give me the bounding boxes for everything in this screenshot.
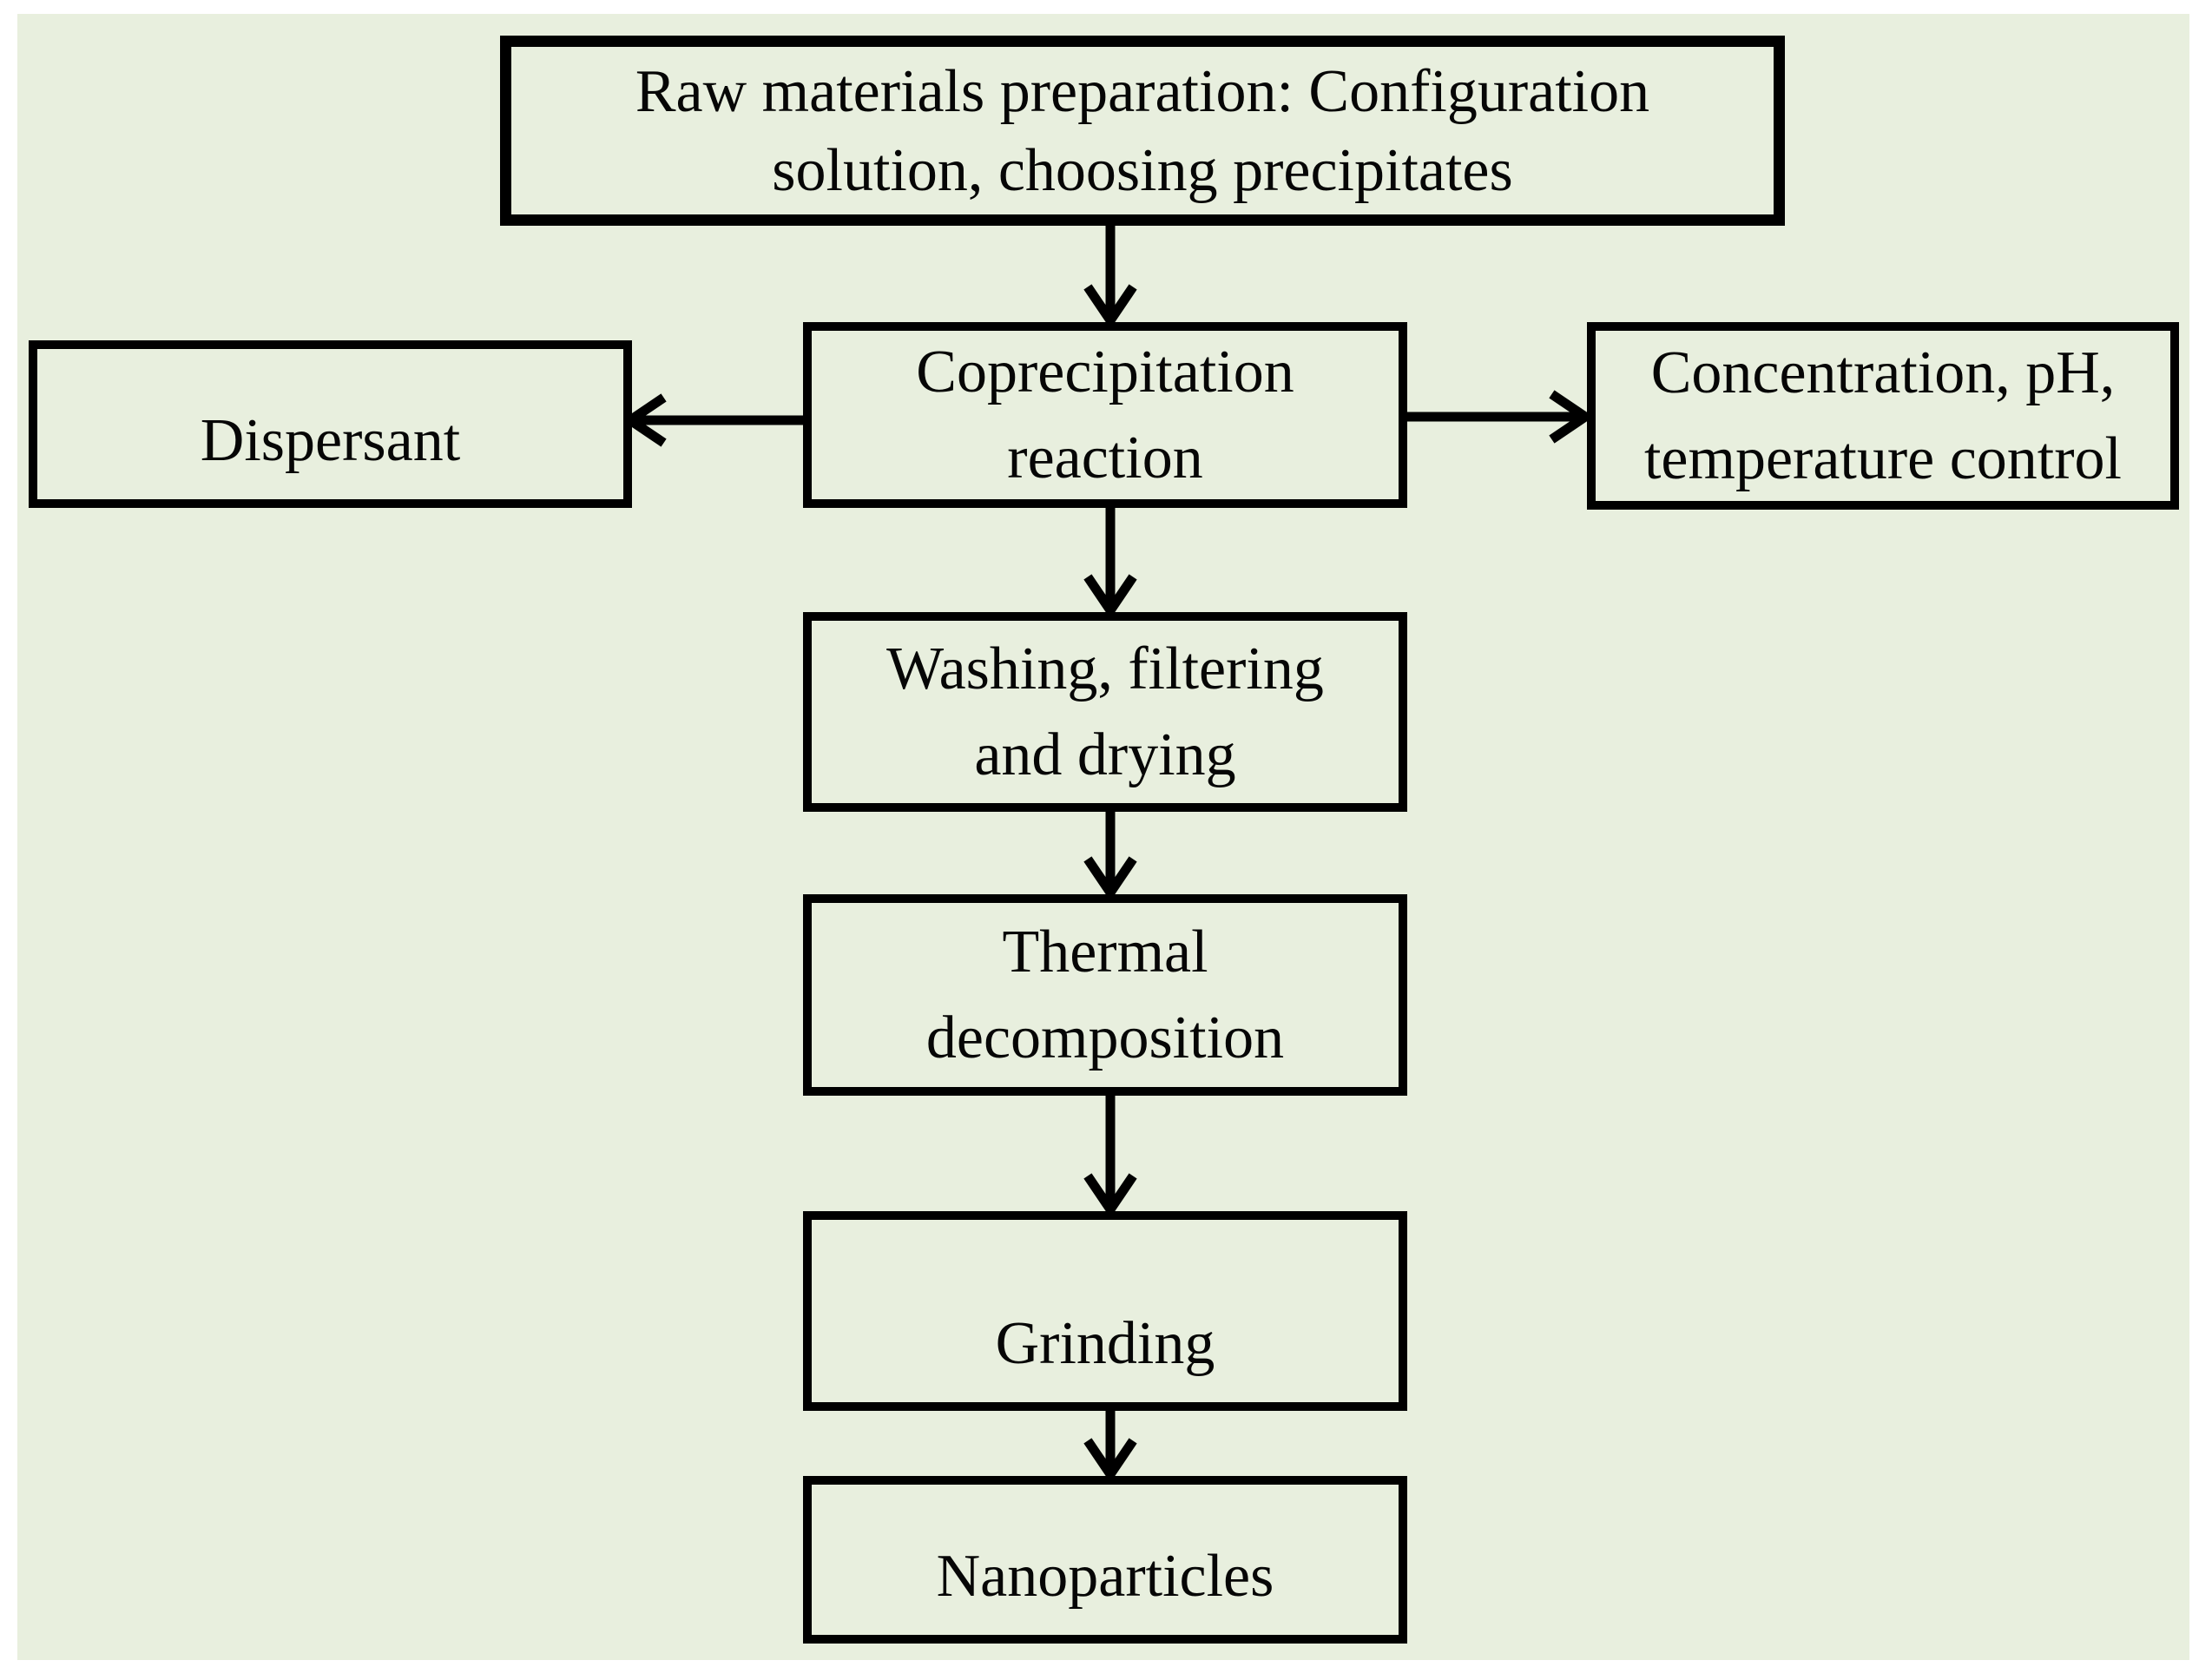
node-label-line: solution, choosing precipitates <box>772 136 1513 204</box>
node-label-line: Thermal <box>1002 918 1208 985</box>
node-label-line: Concentration, pH, <box>1650 339 2116 406</box>
node-label-line: Nanoparticles <box>936 1542 1274 1610</box>
node-label-line: Coprecipitation <box>916 338 1294 405</box>
node-label-line: Washing, filtering <box>886 635 1324 702</box>
node-dispersant: Dispersant <box>29 340 632 508</box>
node-label-line: Dispersant <box>200 406 461 474</box>
node-label-line: temperature control <box>1643 425 2123 492</box>
node-raw-materials-preparation: Raw materials preparation: Configuration… <box>500 36 1785 226</box>
node-nanoparticles: Nanoparticles <box>803 1476 1407 1644</box>
node-label-line: Raw materials preparation: Configuration <box>635 57 1650 125</box>
node-label-line: reaction <box>1007 425 1203 491</box>
node-grinding: Grinding <box>803 1211 1407 1411</box>
node-coprecipitation-reaction: Coprecipitation reaction <box>803 322 1407 508</box>
node-washing-filtering-drying: Washing, filtering and drying <box>803 612 1407 812</box>
node-label-line: and drying <box>974 721 1236 788</box>
node-label-line: Grinding <box>995 1309 1215 1377</box>
node-label-line: decomposition <box>925 1005 1285 1071</box>
node-thermal-decomposition: Thermal decomposition <box>803 894 1407 1096</box>
node-concentration-ph-temperature-control: Concentration, pH, temperature control <box>1587 322 2179 510</box>
